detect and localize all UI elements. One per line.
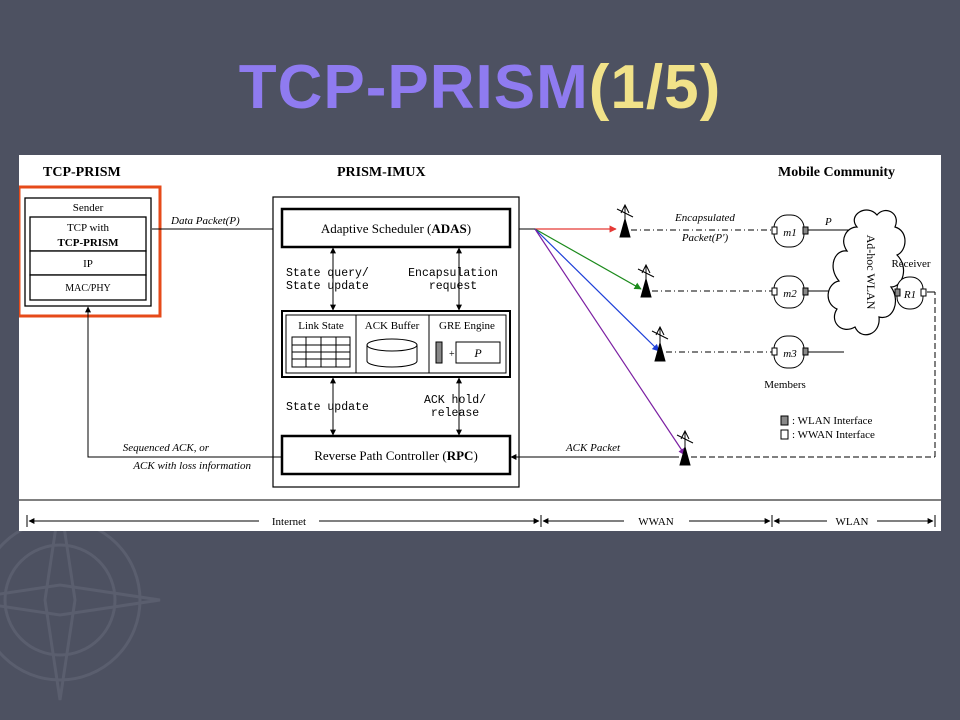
receiver-node: R1	[894, 276, 927, 310]
ack-packet-label: ACK Packet	[565, 442, 621, 454]
section-prism-imux: PRISM-IMUX	[337, 165, 426, 180]
section-mobile-community: Mobile Community	[778, 165, 895, 180]
adas-box	[280, 207, 512, 249]
encapsulated-label-2: Packet(P')	[681, 232, 729, 244]
legend-wlan-label: : WLAN Interface	[792, 415, 873, 427]
slide-title: TCP-PRISM(1/5)	[0, 48, 960, 128]
member-node: m1	[771, 214, 809, 248]
diagram-canvas: TCP-PRISM PRISM-IMUX Mobile Community Se…	[19, 165, 941, 528]
wwan-link-blue	[534, 228, 660, 352]
link-state-table-icon	[291, 336, 351, 368]
gre-payload-box	[455, 341, 501, 364]
antenna-icon	[676, 429, 694, 466]
gre-plus: +	[449, 349, 455, 360]
adhoc-wlan-label: Ad-hoc WLAN	[864, 235, 878, 310]
member-node: m3	[771, 335, 809, 369]
member-label: m1	[783, 227, 796, 239]
seq-ack-label-1: Sequenced ACK, or	[123, 442, 210, 454]
receiver-node-label: R1	[903, 289, 916, 301]
link-state-label: Link State	[298, 320, 344, 332]
slide-title-main: TCP-PRISM	[238, 53, 589, 122]
architecture-diagram: TCP-PRISM PRISM-IMUX Mobile Community Se…	[19, 155, 941, 531]
sequenced-ack-arrow	[85, 306, 281, 458]
adas-label: Adaptive Scheduler (ADAS)	[321, 221, 471, 236]
data-packet-label: Data Packet(P)	[170, 215, 240, 227]
section-tcp-prism: TCP-PRISM	[43, 165, 121, 180]
range-bar	[19, 499, 941, 527]
slide-title-suffix: (1/5)	[588, 53, 722, 122]
legend-wwan-swatch	[780, 429, 789, 440]
receiver-label: Receiver	[891, 258, 930, 270]
tcp-with-label: TCP with	[67, 222, 110, 234]
rpc-label: Reverse Path Controller (RPC)	[314, 448, 478, 463]
rpc-box	[280, 434, 512, 476]
encap-request-label-2: request	[429, 280, 477, 293]
wwan-link-purple	[534, 228, 686, 456]
encapsulated-label-1: Encapsulated	[674, 212, 735, 224]
state-update-label: State update	[286, 401, 369, 414]
gre-header-icon	[435, 341, 443, 364]
mac-phy-layer-label: MAC/PHY	[65, 283, 111, 294]
sender-highlight-box	[19, 185, 162, 318]
member-label: m2	[783, 288, 797, 300]
adhoc-wlan-cloud	[827, 209, 906, 336]
member-node: m2	[771, 275, 809, 309]
gre-payload-label: P	[473, 346, 482, 360]
wwan-link-green	[534, 228, 642, 290]
range-wlan-label: WLAN	[836, 516, 869, 528]
ack-buffer-cylinder-icon	[366, 338, 418, 368]
antenna-icon	[651, 325, 669, 362]
tcp-prism-label: TCP-PRISM	[57, 237, 119, 249]
ip-layer-label: IP	[83, 258, 93, 270]
sender-label: Sender	[73, 202, 104, 214]
antenna-icon	[616, 203, 634, 238]
module-row: Link State ACK Buffer GRE Engine + P	[281, 310, 511, 378]
range-internet-label: Internet	[272, 516, 306, 528]
legend-wwan-label: : WWAN Interface	[792, 429, 875, 441]
legend-wlan-swatch	[780, 415, 789, 426]
encap-request-label-1: Encapsulation	[408, 267, 498, 280]
ack-hold-label-2: release	[431, 407, 479, 420]
members-label: Members	[764, 379, 806, 391]
sender-stack: Sender TCP with TCP-PRISM IP MAC/PHY	[24, 197, 152, 307]
antenna-icon	[637, 263, 655, 298]
ack-hold-label-1: ACK hold/	[424, 394, 486, 407]
member-label: m3	[783, 348, 797, 360]
state-query-label-1: State query/	[286, 267, 369, 280]
ack-buffer-label: ACK Buffer	[365, 320, 420, 332]
state-query-label-2: State update	[286, 280, 369, 293]
range-wwan-label: WWAN	[638, 516, 673, 528]
p-label: P	[824, 216, 832, 228]
gre-engine-label: GRE Engine	[439, 320, 495, 332]
seq-ack-label-2: ACK with loss information	[132, 460, 251, 472]
